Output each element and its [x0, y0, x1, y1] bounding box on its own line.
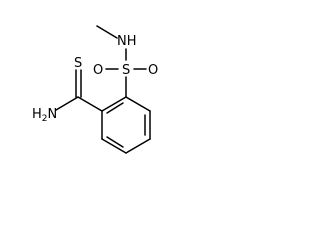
atom-label-amide-nh2: H2N	[32, 107, 57, 124]
atom-label-nh: NH	[117, 34, 137, 49]
ring-bond-3	[125, 138, 151, 154]
ring-double-bond-3	[106, 102, 124, 114]
ring-bond-4	[101, 138, 127, 154]
amide-h: H	[32, 107, 42, 122]
atom-label-sulfonyl-o-left: O	[93, 63, 103, 78]
amide-n: N	[48, 107, 58, 122]
ring-to-thioamide-c-bond	[77, 96, 103, 112]
ring-double-bond-2	[106, 136, 124, 148]
thioamide-c-to-n-bond	[55, 96, 79, 111]
structure-diagram: NH S O O S H2N	[32, 25, 158, 154]
sulfonamide-group: NH S O O	[93, 25, 158, 98]
ring-bond-1	[125, 96, 151, 112]
amide-subscript: 2	[42, 114, 48, 124]
atom-label-sulfonyl-o-right: O	[148, 63, 158, 78]
ring-bond-6	[101, 96, 127, 112]
benzene-ring	[101, 96, 151, 154]
atom-label-sulfonyl-s: S	[122, 63, 130, 78]
nh-to-methyl-bond	[96, 25, 118, 39]
thioamide-group: S H2N	[32, 56, 103, 124]
atom-label-thioamide-s: S	[74, 56, 82, 71]
